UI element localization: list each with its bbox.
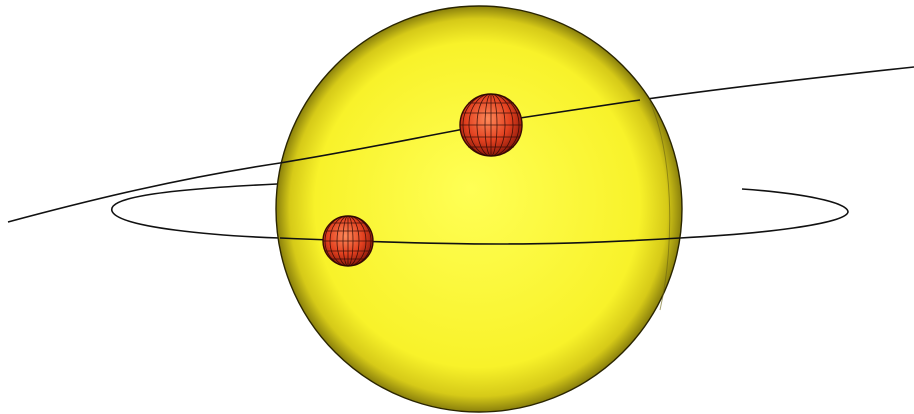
inner-orbit-back-right <box>680 189 848 238</box>
inner-orbit-back <box>112 184 280 238</box>
outer-orbit-left <box>8 163 280 222</box>
star-body <box>276 6 682 412</box>
planet-upper <box>460 94 522 156</box>
planet-lower <box>323 216 373 266</box>
outer-orbit-right <box>640 67 914 100</box>
star <box>276 6 682 412</box>
